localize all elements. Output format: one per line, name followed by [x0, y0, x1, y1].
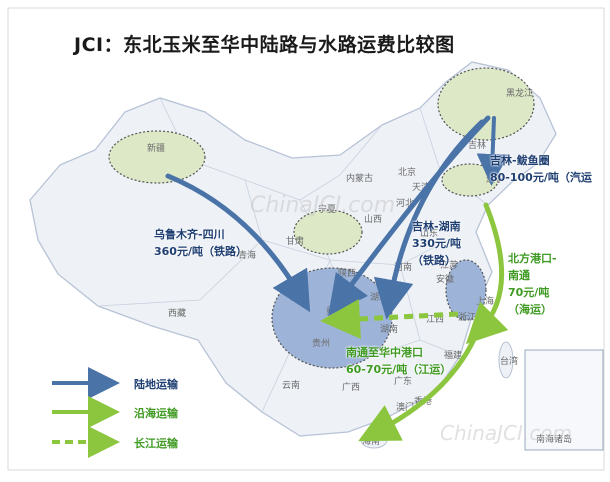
province-label: 江西: [426, 314, 444, 325]
province-label: 浙江: [458, 311, 476, 323]
province-label: 湖北: [370, 292, 388, 303]
label-text: （铁路）: [412, 254, 456, 267]
label-text: 南通: [508, 269, 530, 282]
province-labels: 新疆 内蒙古 黑龙江 吉林 辽宁 北京 天津 河北 山西 山东 陕西 河南 安徽…: [147, 87, 572, 447]
label-text: 北方港口-: [508, 252, 557, 265]
label-text: 乌鲁木齐-四川: [154, 228, 225, 241]
province-label: 台湾: [500, 355, 518, 367]
province-label: 广西: [342, 381, 360, 393]
province-label: 黑龙江: [506, 87, 533, 99]
province-label: 海南: [362, 435, 380, 447]
page-title: JCI：东北玉米至华中陆路与水路运费比较图: [74, 34, 455, 56]
province-label: 陕西: [338, 267, 356, 279]
route-urumqi-sichuan: [165, 173, 311, 313]
map-frame: [7, 7, 605, 471]
label-text: 70元/吨: [508, 286, 550, 299]
label-jilin-bayuquan: 吉林-鲅鱼圈 80-100元/吨（汽运: [490, 152, 592, 186]
province-label: 福建: [444, 349, 462, 361]
label-text: 80-100元/吨（汽运: [490, 171, 592, 184]
legend-river-label: 长江运输: [134, 437, 178, 450]
label-text: 330元/吨: [412, 237, 461, 250]
province-label: 西藏: [168, 307, 186, 319]
watermark: ChinaJCI.com: [440, 421, 572, 445]
province-label: 天津: [412, 182, 430, 193]
province-label: 贵州: [312, 337, 330, 349]
province-label: 云南: [282, 379, 300, 391]
province-label: 安徽: [436, 273, 454, 285]
region-xinjiang: [108, 130, 206, 184]
legend-land-label: 陆地运输: [134, 378, 178, 391]
province-label: 重庆: [326, 305, 344, 317]
south-china-sea-inset: [524, 349, 604, 451]
province-label: 江苏: [440, 259, 458, 271]
province-label: 湖南: [380, 323, 398, 335]
province-label: 山西: [364, 214, 382, 225]
label-text: 吉林-鲅鱼圈: [490, 154, 550, 167]
route-jilin-hunan-2: [328, 115, 491, 317]
route-nantong-south: [358, 317, 485, 442]
label-jilin-hunan: 吉林-湖南 330元/吨 （铁路）: [412, 218, 461, 269]
province-label: 宁夏: [318, 203, 336, 215]
province-label: 吉林: [468, 139, 486, 151]
province-label: 北京: [398, 166, 416, 178]
label-urumqi-sichuan: 乌鲁木齐-四川 360元/吨（铁路）: [154, 226, 247, 260]
route-nantong-central: [320, 299, 459, 339]
province-label: 新疆: [147, 142, 165, 154]
province-label: 甘肃: [286, 235, 304, 247]
label-text: 360元/吨（铁路）: [154, 245, 247, 258]
region-heilongjiang-jilin: [437, 67, 535, 141]
label-text: 60-70元/吨（江运）: [346, 363, 452, 376]
province-label: 内蒙古: [346, 172, 373, 184]
province-label: 南海诸岛: [536, 433, 572, 445]
province-label: 青海: [238, 249, 256, 261]
region-ningxia: [293, 209, 363, 255]
label-text: （海运）: [508, 303, 552, 316]
label-north-nantong: 北方港口- 南通 70元/吨 （海运）: [508, 250, 557, 318]
route-north-nantong: [465, 202, 509, 345]
label-text: 吉林-湖南: [412, 220, 461, 233]
province-label: 上海: [476, 295, 494, 307]
label-nantong-central: 南通至华中港口 60-70元/吨（江运）: [346, 344, 451, 378]
legend-sea-label: 沿海运输: [134, 407, 178, 420]
watermark: ChinaJCI.com: [250, 193, 395, 218]
province-label: 广东: [394, 375, 412, 387]
province-label: 山东: [420, 227, 438, 239]
label-text: 南通至华中港口: [346, 346, 423, 359]
route-jilin-bayuquan: [476, 116, 509, 186]
